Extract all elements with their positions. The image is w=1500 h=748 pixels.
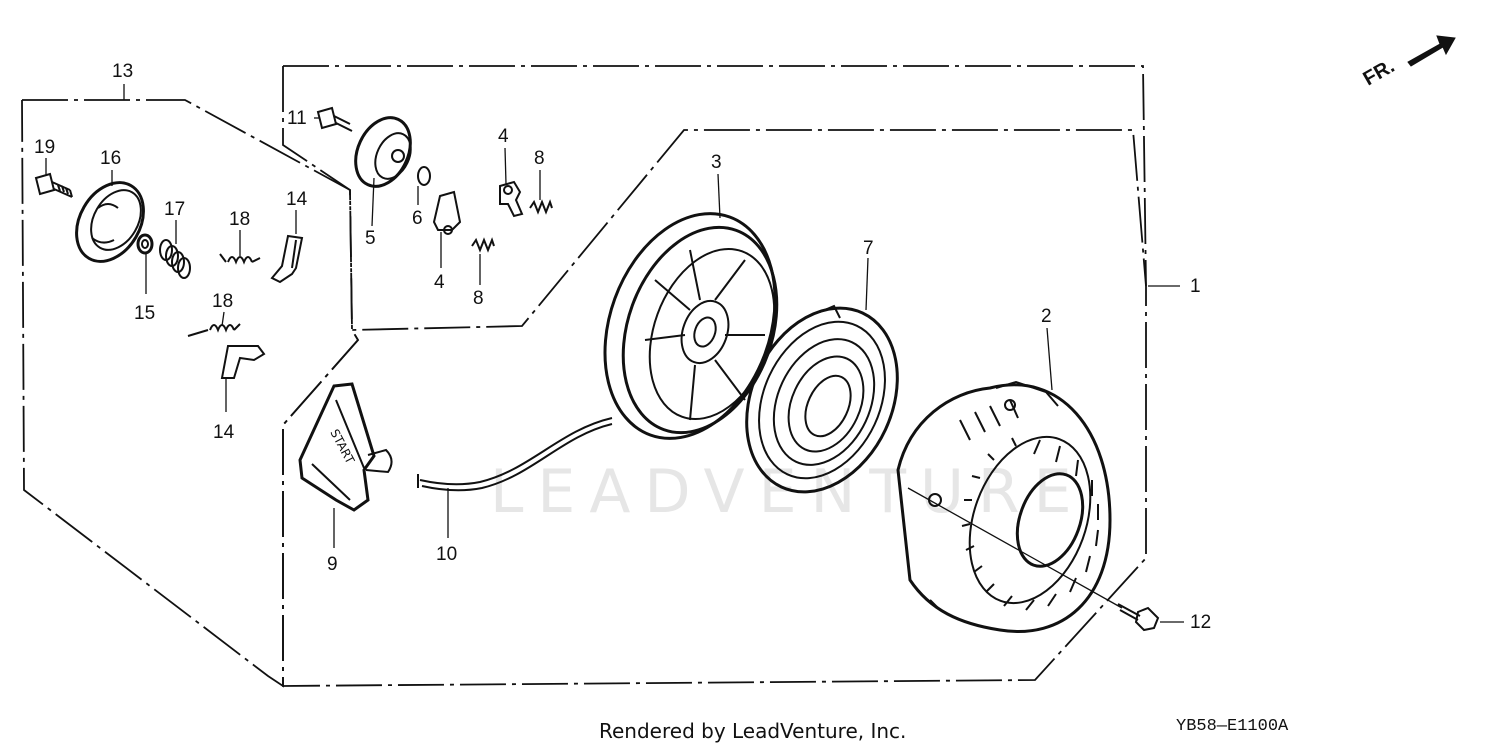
part-9-starter-grip: START: [298, 382, 393, 512]
part-3-reel: [603, 212, 779, 440]
callout-11: 11: [287, 108, 307, 129]
part-8-upper-spring: [529, 199, 553, 215]
part-6-ring: [417, 166, 431, 186]
callout-3: 3: [711, 152, 722, 173]
front-direction-marker: FR.: [1360, 35, 1456, 90]
callout-18-lower: 18: [212, 291, 233, 312]
diagram-code: YB58—E1100A: [1176, 717, 1289, 736]
callout-13: 13: [112, 61, 133, 82]
callout-9: 9: [327, 554, 338, 575]
part-5-friction-plate: [354, 116, 412, 188]
callout-10: 10: [436, 544, 457, 565]
part-12-bolt: [1117, 603, 1160, 632]
front-direction-arrow-icon: [1407, 35, 1456, 67]
callout-17: 17: [164, 199, 185, 220]
callout-2: 2: [1041, 306, 1052, 327]
callout-1: 1: [1190, 276, 1201, 297]
callout-4-upper: 4: [498, 126, 509, 147]
part-18-upper-spring: [219, 253, 261, 265]
callout-16: 16: [100, 148, 121, 169]
part-17-spring: [159, 239, 191, 279]
callout-19: 19: [34, 137, 55, 158]
part-2-recoil-case: [896, 380, 1112, 633]
part-4-lower-ratchet: [432, 190, 462, 235]
part-18-lower-spring: [187, 323, 241, 337]
callout-8-lower: 8: [473, 288, 484, 309]
part-16-cam-plate: [75, 181, 145, 263]
part-8-lower-spring: [471, 237, 495, 253]
callout-12: 12: [1190, 612, 1211, 633]
callout-6: 6: [412, 208, 423, 229]
assembly-13-boundary: [21, 99, 360, 688]
part-11-bolt: [316, 106, 353, 132]
callout-15: 15: [134, 303, 155, 324]
part-15-washer: [136, 233, 154, 255]
callout-5: 5: [365, 228, 376, 249]
assembly-boundaries: [21, 65, 1147, 688]
watermark: LEADVENTURE: [490, 457, 1086, 527]
part-14-upper-pawl: [270, 234, 304, 284]
starter-grip-text: START: [327, 427, 357, 467]
callout-labels: 1 2 3 4 4 5 6 7 8 8 9 10 11 12 13 14 14 …: [34, 61, 1211, 633]
assembly-1-inner-boundary: [282, 66, 1147, 331]
callout-7: 7: [863, 238, 874, 259]
callout-14-lower: 14: [213, 422, 235, 443]
callout-8-upper: 8: [534, 148, 545, 169]
part-10-starter-rope: [417, 417, 613, 492]
front-direction-label: FR.: [1360, 55, 1399, 90]
callout-4-lower: 4: [434, 272, 445, 293]
part-14-lower-pawl: [220, 345, 266, 379]
callout-18-upper: 18: [229, 209, 250, 230]
part-19-bolt: [34, 172, 73, 198]
part-7-recoil-spring: [745, 304, 899, 494]
footer-credit: Rendered by LeadVenture, Inc.: [599, 719, 906, 743]
part-4-upper-ratchet: [499, 180, 524, 218]
callout-14-upper: 14: [286, 189, 308, 210]
leader-lines: [45, 84, 1184, 623]
